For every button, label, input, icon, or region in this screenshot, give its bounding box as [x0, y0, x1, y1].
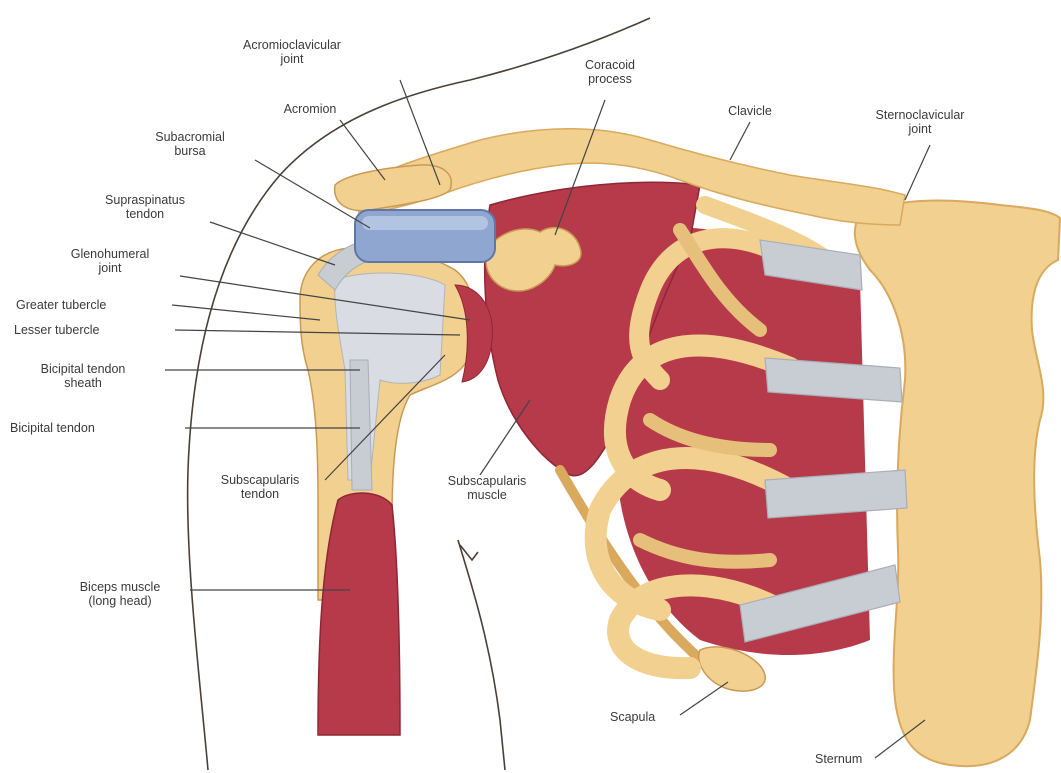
scapula-inferior-angle [699, 647, 766, 691]
label-greater-tubercle: Greater tubercle [16, 298, 106, 312]
leader-acromion [340, 120, 385, 180]
bicipital-tendon [350, 360, 372, 490]
label-glenohumeral-joint: Glenohumeral joint [45, 247, 175, 275]
bursa-highlight [362, 216, 488, 230]
label-subscapularis-tendon: Subscapularis tendon [195, 473, 325, 501]
label-scapula: Scapula [610, 710, 655, 724]
label-subacromial-bursa: Subacromial bursa [130, 130, 250, 158]
label-lesser-tubercle: Lesser tubercle [14, 323, 99, 337]
leader-subscapularis-muscle [480, 400, 530, 475]
leader-clavicle [730, 122, 750, 160]
label-acromion: Acromion [265, 102, 355, 116]
label-clavicle: Clavicle [705, 104, 795, 118]
label-bicipital-tendon-sheath: Bicipital tendon sheath [8, 362, 158, 390]
label-sternum: Sternum [815, 752, 862, 766]
leader-scapula [680, 682, 728, 715]
label-bicipital-tendon: Bicipital tendon [10, 421, 95, 435]
label-subscapularis-muscle: Subscapularis muscle [422, 474, 552, 502]
acromion [335, 165, 452, 211]
label-coracoid-process: Coracoid process [565, 58, 655, 86]
skin-outline-arm-inner [458, 540, 505, 770]
leader-sternoclavicular [905, 145, 930, 200]
label-supraspinatus-tendon: Supraspinatus tendon [80, 193, 210, 221]
label-acromioclavicular-joint: Acromioclavicular joint [232, 38, 352, 66]
leader-greater-tubercle [172, 305, 320, 320]
label-sternoclavicular-joint: Sternoclavicular joint [850, 108, 990, 136]
label-biceps-muscle: Biceps muscle (long head) [55, 580, 185, 608]
